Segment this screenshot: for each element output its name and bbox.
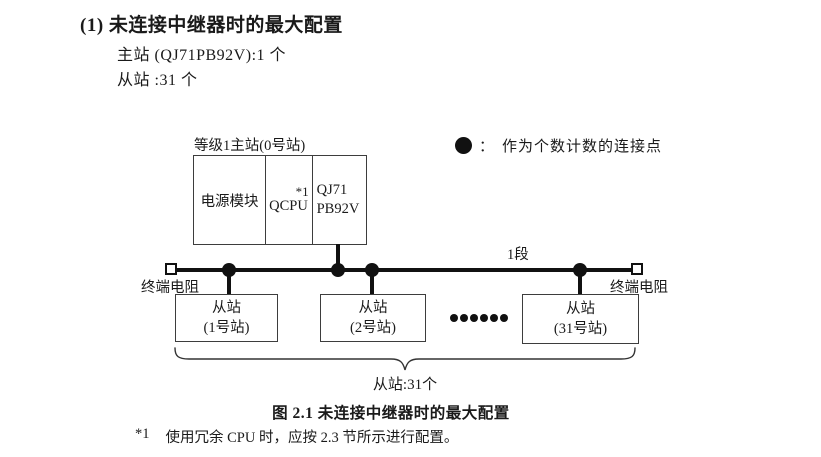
slave1-drop-line [227, 271, 231, 295]
footnote: *1 使用冗余 CPU 时，应按 2.3 节所示进行配置。 [135, 426, 458, 447]
network-module-line1: QJ71 [316, 182, 348, 199]
connection-point-dot [331, 263, 345, 277]
connection-point-dot [365, 263, 379, 277]
section-heading: (1) 未连接中继器时的最大配置 [80, 15, 343, 36]
slave-name: 从站 [566, 300, 595, 317]
qcpu-label: QCPU [269, 197, 308, 214]
slave-name: 从站 [212, 299, 241, 316]
bus-line [176, 268, 631, 272]
slave-station-1-box: 从站 (1号站) [175, 294, 278, 342]
ellipsis-dot [470, 314, 478, 322]
slave-name: 从站 [358, 299, 388, 316]
brace-label: 从站:31个 [372, 377, 438, 393]
underbrace [174, 347, 636, 371]
master-count-line: 主站 (QJ71PB92V):1 个 [117, 47, 287, 64]
ellipsis-dots [450, 314, 508, 322]
footnote-text: 使用冗余 CPU 时，应按 2.3 节所示进行配置。 [165, 430, 459, 446]
network-module-line2: PB92V [316, 201, 360, 217]
terminator-resistor-right-icon [631, 263, 643, 275]
power-module-cell: 电源模块 [200, 193, 259, 210]
connection-point-dot-icon [455, 137, 472, 154]
footnote-marker: *1 [135, 426, 150, 442]
segment-label: 1段 [507, 247, 529, 263]
slave-station-number: (1号站) [203, 320, 250, 336]
legend-separator: ： [479, 139, 496, 155]
qcpu-footnote-ref: *1 [295, 183, 309, 199]
slave-station-number: (2号站) [350, 320, 396, 336]
slave-station-2-box: 从站 (2号站) [320, 294, 426, 342]
ellipsis-dot [490, 314, 498, 322]
master-station-box: 电源模块 *1 QCPU QJ71 PB92V [193, 155, 367, 245]
ellipsis-dot [450, 314, 458, 322]
slave-station-31-box: 从站 (31号站) [522, 294, 639, 344]
legend-label: 作为个数计数的连接点 [502, 139, 663, 155]
master-drop-line [336, 244, 340, 270]
master-station-label: 等级1主站(0号站) [194, 138, 306, 154]
slave3-drop-line [578, 271, 582, 295]
terminator-left-label: 终端电阻 [141, 280, 199, 296]
ellipsis-dot [480, 314, 488, 322]
qj71pb92v-cell: QJ71 PB92V [313, 156, 366, 244]
terminator-resistor-left-icon [165, 263, 177, 275]
connection-point-dot [222, 263, 236, 277]
legend: ： 作为个数计数的连接点 [455, 135, 662, 156]
connection-point-dot [573, 263, 587, 277]
terminator-right-label: 终端电阻 [610, 280, 668, 296]
slave2-drop-line [370, 271, 374, 295]
slave-station-number: (31号站) [553, 321, 608, 337]
ellipsis-dot [500, 314, 508, 322]
ellipsis-dot [460, 314, 468, 322]
figure-caption: 图 2.1 未连接中继器时的最大配置 [272, 405, 510, 422]
slave-count-line: 从站 :31 个 [117, 72, 198, 89]
qcpu-cell: *1 QCPU [265, 156, 313, 244]
